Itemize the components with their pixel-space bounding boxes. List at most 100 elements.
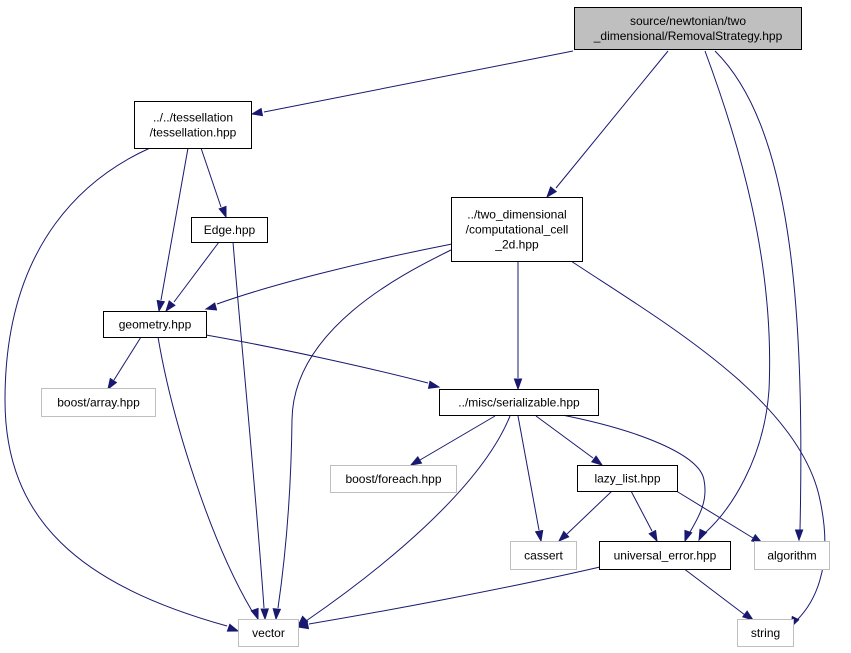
edge-line <box>113 336 142 381</box>
edge-line <box>419 415 496 461</box>
edge-line <box>205 334 429 384</box>
arrowhead <box>590 455 604 466</box>
node-tessellation[interactable]: ../../tessellation/tessellation.hpp <box>134 101 252 149</box>
edge-edge-to-vector <box>232 241 269 621</box>
arrowhead <box>534 529 544 543</box>
edge-line <box>714 50 802 531</box>
node-label: geometry.hpp <box>119 318 192 332</box>
edge-tessellation-to-vector <box>4 147 240 632</box>
edge-lazy-list-to-cassert <box>557 490 613 543</box>
edge-cell2d-to-vector <box>272 249 452 621</box>
edge-root-to-algorithm <box>714 50 804 542</box>
node-cassert: cassert <box>510 541 577 570</box>
edge-line <box>157 336 253 612</box>
edge-line <box>682 567 746 616</box>
arrowhead <box>513 378 523 391</box>
arrowhead <box>156 299 166 313</box>
edge-serializable-to-vector <box>296 415 511 628</box>
arrowhead <box>546 186 558 199</box>
edge-tessellation-to-edge <box>200 147 227 219</box>
node-box <box>577 465 678 492</box>
arrowhead <box>165 300 176 313</box>
edge-line <box>308 566 601 625</box>
edge-root-to-tessellation <box>250 50 574 117</box>
node-label: lazy_list.hpp <box>594 472 660 486</box>
arrowhead <box>557 530 570 543</box>
node-box <box>191 217 268 243</box>
edge-line <box>556 413 706 533</box>
node-box <box>599 541 731 570</box>
edge-geometry-to-boost-array <box>107 336 142 391</box>
arrowhead <box>296 620 310 630</box>
arrowhead <box>698 528 708 542</box>
edge-cell2d-to-serializable <box>513 261 523 391</box>
node-edge[interactable]: Edge.hpp <box>191 217 268 243</box>
node-geometry[interactable]: geometry.hpp <box>103 311 207 338</box>
edge-line <box>555 50 669 189</box>
node-box <box>41 388 156 417</box>
edge-tessellation-to-geometry <box>156 147 189 313</box>
node-vector: vector <box>238 619 299 647</box>
arrowhead <box>272 608 282 621</box>
node-boost-array: boost/array.hpp <box>41 388 156 417</box>
edge-line <box>566 490 613 535</box>
edge-line <box>535 415 594 459</box>
node-cell2d[interactable]: ../two_dimensional/computational_cell_2d… <box>451 197 583 262</box>
edge-line <box>672 488 754 539</box>
edge-serializable-to-boost-foreach <box>409 415 496 466</box>
edge-line <box>704 50 771 533</box>
node-label: universal_error.hpp <box>614 549 717 563</box>
edge-universal-error-to-vector <box>296 566 601 630</box>
edge-line <box>4 147 228 627</box>
node-label: algorithm <box>767 549 816 563</box>
node-label: ../../tessellation <box>153 111 233 125</box>
node-label: boost/array.hpp <box>57 396 140 410</box>
node-label: _2d.hpp <box>494 238 539 252</box>
node-box <box>238 619 299 647</box>
node-string: string <box>737 619 794 647</box>
arrowhead <box>427 380 441 389</box>
edge-geometry-to-vector <box>157 336 259 621</box>
edge-universal-error-to-string <box>682 567 755 621</box>
edge-cell2d-to-geometry <box>204 243 453 311</box>
node-label: ../misc/serializable.hpp <box>458 396 580 410</box>
node-box <box>103 311 207 338</box>
node-box <box>330 465 457 493</box>
arrowhead <box>648 529 658 543</box>
edge-serializable-to-cassert <box>517 415 544 543</box>
edge-serializable-to-lazy-list <box>535 415 604 466</box>
edge-line <box>570 260 826 621</box>
node-serializable[interactable]: ../misc/serializable.hpp <box>439 389 599 416</box>
edge-line <box>277 249 452 609</box>
edge-line <box>216 243 453 305</box>
node-universal-error[interactable]: universal_error.hpp <box>599 541 731 570</box>
edge-line <box>263 50 574 113</box>
node-box <box>737 619 794 647</box>
node-box <box>510 541 577 570</box>
node-box <box>134 101 252 149</box>
node-box <box>754 541 830 570</box>
node-box <box>451 197 583 262</box>
node-algorithm: algorithm <box>754 541 830 570</box>
arrowhead <box>409 456 423 466</box>
edge-line <box>160 147 189 301</box>
edge-serializable-to-universal-error <box>556 413 706 543</box>
edge-line <box>173 241 220 303</box>
edge-line <box>630 490 653 532</box>
edge-root-to-cell2d <box>546 50 669 199</box>
edge-line <box>517 415 540 531</box>
node-label: Edge.hpp <box>204 223 256 237</box>
node-label: vector <box>252 626 285 640</box>
node-box <box>574 7 802 50</box>
edge-cell2d-to-string <box>570 260 826 629</box>
node-lazy-list[interactable]: lazy_list.hpp <box>577 465 678 492</box>
node-root: source/newtonian/two_dimensional/Removal… <box>574 7 802 50</box>
edge-geometry-to-serializable <box>205 334 441 389</box>
edge-root-to-universal-error <box>698 50 771 542</box>
arrowhead <box>226 623 240 632</box>
arrowhead <box>107 377 118 391</box>
edge-line <box>232 241 265 609</box>
node-label: source/newtonian/two <box>630 14 746 28</box>
node-boost-foreach: boost/foreach.hpp <box>330 465 457 493</box>
